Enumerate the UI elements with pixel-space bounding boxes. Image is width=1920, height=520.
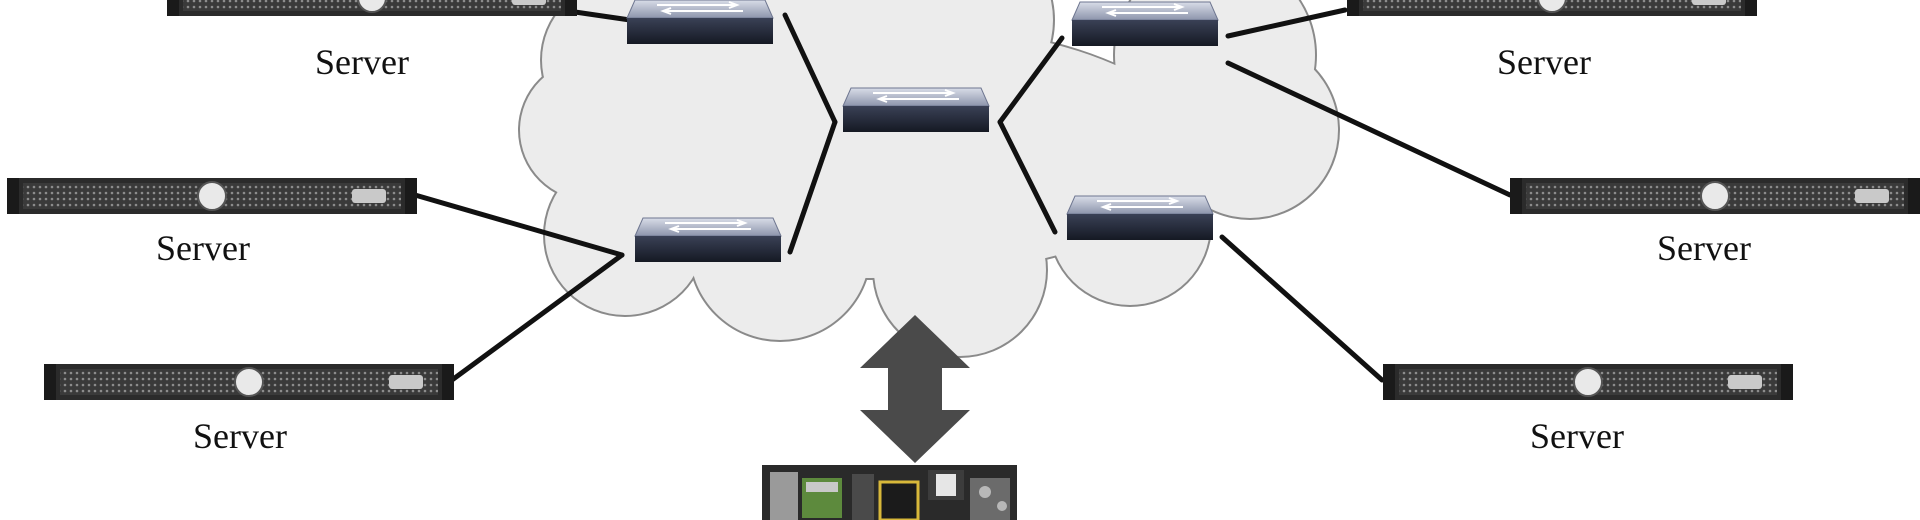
rack-server-icon bbox=[234, 367, 264, 397]
switches-layer bbox=[626, 0, 1219, 262]
rack-server-icon bbox=[1537, 0, 1567, 13]
server-label-mid-left: Server bbox=[156, 228, 250, 268]
servers-layer bbox=[7, 0, 1920, 400]
link-switch-top-left-center bbox=[782, 12, 838, 125]
link-server-mid-right bbox=[1225, 60, 1513, 198]
switch-top-right bbox=[1071, 1, 1219, 46]
server-label-top-left: Server bbox=[315, 42, 409, 82]
rack-server-icon bbox=[1573, 367, 1603, 397]
switch-top-left bbox=[626, 0, 774, 44]
network-links bbox=[412, 7, 1513, 383]
server-label-bottom-left: Server bbox=[193, 416, 287, 456]
switch-bottom-right bbox=[1066, 195, 1214, 240]
server-bottom-left bbox=[44, 364, 454, 400]
bidirectional-arrow-icon bbox=[860, 315, 970, 463]
link-switch-bottom-left-center bbox=[787, 119, 838, 255]
server-label-top-right: Server bbox=[1497, 42, 1591, 82]
server-label-bottom-right: Server bbox=[1530, 416, 1624, 456]
rack-server-icon bbox=[197, 181, 227, 211]
server-top-left bbox=[167, 0, 577, 16]
network-switch-icon bbox=[657, 1, 743, 15]
network-switch-icon bbox=[873, 89, 959, 103]
link-center-switch-top-right bbox=[997, 35, 1065, 125]
network-cloud-icon bbox=[518, 0, 1340, 358]
rack-server-icon bbox=[1700, 181, 1730, 211]
network-switch-icon bbox=[665, 219, 751, 233]
rack-server-icon bbox=[357, 0, 387, 13]
server-label-mid-right: Server bbox=[1657, 228, 1751, 268]
link-server-top-right bbox=[1225, 7, 1348, 39]
server-mid-left bbox=[7, 178, 417, 214]
link-server-bottom-right bbox=[1219, 234, 1385, 383]
switch-bottom-left bbox=[634, 217, 782, 262]
link-server-bottom-left bbox=[449, 252, 625, 383]
fpga-board-icon bbox=[762, 465, 1017, 520]
link-server-mid-left bbox=[412, 192, 625, 258]
server-bottom-right bbox=[1383, 364, 1793, 400]
link-server-top-left bbox=[572, 9, 633, 23]
switch-center bbox=[842, 87, 990, 132]
network-switch-icon bbox=[1102, 3, 1188, 17]
server-mid-right bbox=[1510, 178, 1920, 214]
server-top-right bbox=[1347, 0, 1757, 16]
network-switch-icon bbox=[1097, 197, 1183, 211]
link-center-switch-bottom-right bbox=[997, 119, 1058, 235]
